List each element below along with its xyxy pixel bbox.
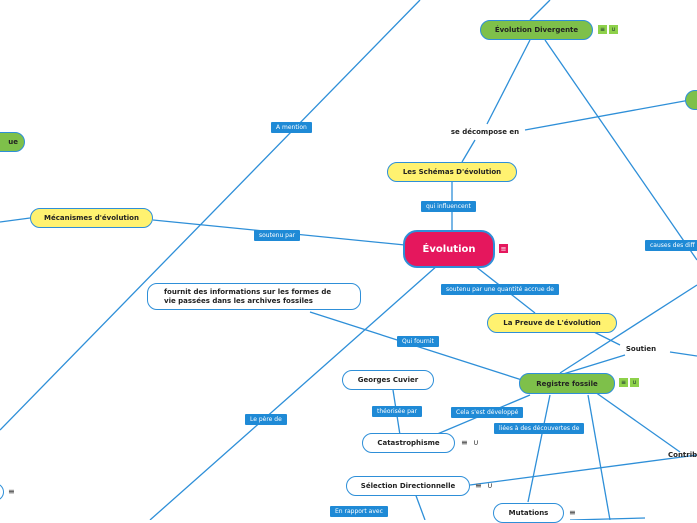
main-topic-label: Évolution xyxy=(422,243,476,255)
preuve-label: La Preuve de L'évolution xyxy=(503,319,601,327)
link-icon[interactable]: ∪ xyxy=(609,25,618,34)
divergente-label: Évolution Divergente xyxy=(494,26,579,34)
left-partial-label: ue xyxy=(8,138,18,146)
soutien-text[interactable]: Soutien xyxy=(615,341,667,357)
label-qui-influencent[interactable]: qui influencent xyxy=(421,201,476,212)
selection-node[interactable]: Sélection Directionnelle xyxy=(346,476,470,496)
mutations-node[interactable]: Mutations xyxy=(493,503,564,523)
cuvier-label: Georges Cuvier xyxy=(357,376,419,384)
right-partial-node[interactable] xyxy=(685,90,697,110)
notes-icon[interactable]: ≡ xyxy=(8,487,15,496)
label-le-pere-de[interactable]: Le père de xyxy=(245,414,287,425)
schemas-node[interactable]: Les Schémas D'évolution xyxy=(387,162,517,182)
fournit-label: fournit des informations sur les formes … xyxy=(164,287,332,305)
soutien-label: Soutien xyxy=(625,345,657,353)
notes-icon[interactable]: ≡ xyxy=(475,481,482,490)
notes-icon[interactable]: ≡ xyxy=(619,378,628,387)
mecanismes-node[interactable]: Mécanismes d'évolution xyxy=(30,208,153,228)
label-theorisee-par[interactable]: théorisée par xyxy=(372,406,423,417)
link-icon[interactable]: ∪ xyxy=(630,378,639,387)
label-en-rapport[interactable]: En rapport avec xyxy=(330,506,388,517)
cuvier-node[interactable]: Georges Cuvier xyxy=(342,370,434,390)
label-causes-diff[interactable]: causes des diff xyxy=(645,240,697,251)
notes-icon[interactable]: ≡ xyxy=(598,25,607,34)
registre-label: Registre fossile xyxy=(536,379,598,388)
label-liees-decouvertes[interactable]: liées à des découvertes de xyxy=(494,423,585,434)
label-soutenu-par[interactable]: soutenu par xyxy=(254,230,301,241)
divergente-node[interactable]: Évolution Divergente xyxy=(480,20,593,40)
fournit-node[interactable]: fournit des informations sur les formes … xyxy=(147,283,361,310)
decompose-label: se décompose en xyxy=(450,128,520,136)
decompose-text[interactable]: se décompose en xyxy=(440,124,530,140)
mecanismes-label: Mécanismes d'évolution xyxy=(44,214,139,222)
link-icon[interactable]: ∪ xyxy=(473,438,479,447)
catastrophisme-node[interactable]: Catastrophisme xyxy=(362,433,455,453)
notes-icon[interactable]: ≡ xyxy=(569,508,576,517)
notes-icon[interactable]: ≡ xyxy=(499,244,508,253)
main-topic-node[interactable]: Évolution xyxy=(403,230,495,268)
registre-node[interactable]: Registre fossile xyxy=(519,373,615,394)
link-icon[interactable]: ∪ xyxy=(487,481,493,490)
notes-icon[interactable]: ≡ xyxy=(461,438,468,447)
contrib-text[interactable]: Contrib xyxy=(668,447,697,463)
schemas-label: Les Schémas D'évolution xyxy=(402,168,502,176)
label-a-mention[interactable]: A mention xyxy=(271,122,312,133)
label-soutenu-quantite[interactable]: soutenu par une quantité accrue de xyxy=(441,284,559,295)
catastrophisme-label: Catastrophisme xyxy=(377,439,440,447)
label-qui-fournit[interactable]: Qui fournit xyxy=(397,336,439,347)
label-cela-developpe[interactable]: Cela s'est développé xyxy=(451,407,524,418)
mutations-label: Mutations xyxy=(508,509,549,517)
selection-label: Sélection Directionnelle xyxy=(360,482,456,490)
preuve-node[interactable]: La Preuve de L'évolution xyxy=(487,313,617,333)
contrib-label: Contrib xyxy=(668,451,697,459)
left-partial-node[interactable]: ue xyxy=(0,132,25,152)
